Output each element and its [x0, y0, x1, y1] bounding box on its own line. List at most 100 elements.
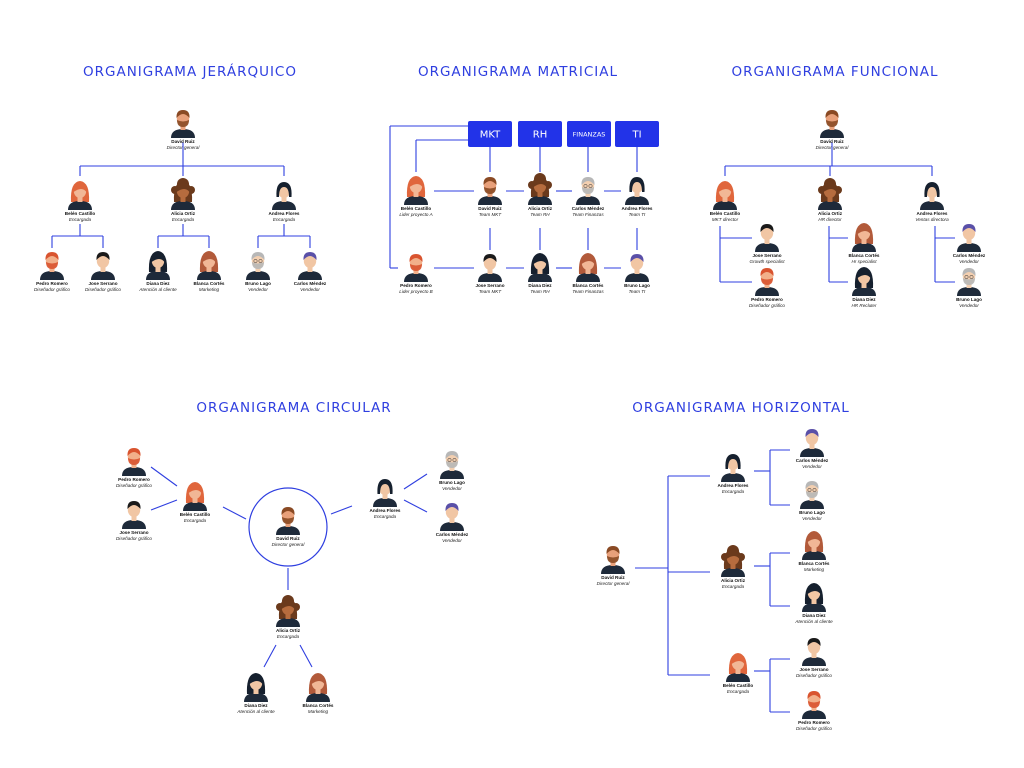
person-name: David Ruiz: [171, 139, 195, 144]
man-beard-avatar-icon: [276, 507, 300, 535]
woman-red-avatar-icon: [183, 482, 207, 511]
woman-brown-avatar-icon: [306, 673, 330, 702]
connector-lines: [51, 125, 955, 713]
woman-curly-avatar-icon: [276, 595, 300, 627]
woman-long-avatar-icon: [802, 583, 826, 612]
person-name: Alicia Ortiz: [721, 578, 746, 583]
man-beard-avatar-icon: [171, 110, 195, 138]
woman-curly-avatar-icon: [528, 173, 552, 205]
person-name: Belén Castillo: [723, 683, 754, 688]
person-name: Bruno Lago: [799, 510, 825, 515]
person-role: Team RH: [530, 212, 550, 217]
person-name: Diana Diez: [528, 283, 552, 288]
woman-dark-avatar-icon: [373, 479, 397, 507]
person-role: Team Finanzas: [572, 212, 604, 217]
person-name: Diana Diez: [146, 281, 170, 286]
man-purple-avatar-icon: [800, 429, 824, 457]
matrix-header-mkt: MKT: [468, 121, 512, 147]
person-name: Alicia Ortiz: [276, 628, 301, 633]
person-name: Belén Castillo: [180, 512, 211, 517]
person-role: Team TI: [629, 212, 646, 217]
person-name: Diana Diez: [852, 297, 876, 302]
person-name: David Ruiz: [276, 536, 300, 541]
man-beard-avatar-icon: [601, 546, 625, 574]
person-name: Belén Castillo: [401, 206, 432, 211]
matrix-header-finanzas: FINANZAS: [567, 121, 611, 147]
man-grey-avatar-icon: [800, 481, 824, 509]
woman-red-avatar-icon: [68, 181, 92, 210]
man-purple-avatar-icon: [298, 252, 322, 280]
person-role: Encargada: [172, 217, 195, 222]
woman-long-avatar-icon: [852, 267, 876, 296]
person-name: Pedro Romero: [400, 283, 432, 288]
person-name: Pedro Romero: [36, 281, 68, 286]
matrix-header-ti: TI: [615, 121, 659, 147]
woman-brown-avatar-icon: [197, 251, 221, 280]
man-beard-avatar-icon: [820, 110, 844, 138]
person-name: Bruno Lago: [439, 480, 465, 485]
person-role: Vendedor: [442, 538, 462, 543]
person-name: Alicia Ortiz: [171, 211, 196, 216]
connector-line: [330, 505, 353, 515]
person-role: Hr specialist: [851, 259, 877, 264]
woman-long-avatar-icon: [528, 253, 552, 282]
person-role: Lider proyecto A: [399, 212, 432, 217]
woman-long-avatar-icon: [244, 673, 268, 702]
person-role: HR director: [818, 217, 842, 222]
person-name: Pedro Romero: [118, 477, 150, 482]
man-black-avatar-icon: [91, 252, 115, 280]
person-name: Belén Castillo: [65, 211, 96, 216]
person-role: Vendedor: [802, 516, 822, 521]
woman-red-avatar-icon: [713, 181, 737, 210]
person-role: Encargada: [69, 217, 92, 222]
woman-curly-avatar-icon: [171, 178, 195, 210]
person-name: Pedro Romero: [751, 297, 783, 302]
man-ginger-avatar-icon: [404, 254, 428, 282]
woman-curly-avatar-icon: [721, 545, 745, 577]
person-role: Diseñador gráfico: [749, 303, 785, 308]
person-role: Encargada: [727, 689, 750, 694]
person-name: Jose Serrano: [475, 283, 504, 288]
person-name: Blanca Cortés: [573, 283, 604, 288]
person-name: Blanca Cortés: [799, 561, 830, 566]
woman-dark-avatar-icon: [721, 454, 745, 482]
matrix-header-label: TI: [631, 130, 641, 141]
person-role: Encargada: [184, 518, 207, 523]
person-name: Carlos Méndez: [953, 253, 986, 258]
woman-dark-avatar-icon: [272, 182, 296, 210]
woman-long-avatar-icon: [146, 251, 170, 280]
matrix-header-label: FINANZAS: [573, 130, 606, 138]
person-role: HR Recluter: [851, 303, 876, 308]
man-beard-avatar-icon: [478, 177, 502, 205]
person-name: Andrea Flores: [917, 211, 948, 216]
person-name: Carlos Méndez: [294, 281, 327, 286]
connector-line: [222, 506, 247, 520]
person-role: Director general: [167, 145, 201, 150]
person-role: Team MKT: [479, 212, 502, 217]
person-role: Encargada: [374, 514, 397, 519]
person-role: Encargada: [277, 634, 300, 639]
